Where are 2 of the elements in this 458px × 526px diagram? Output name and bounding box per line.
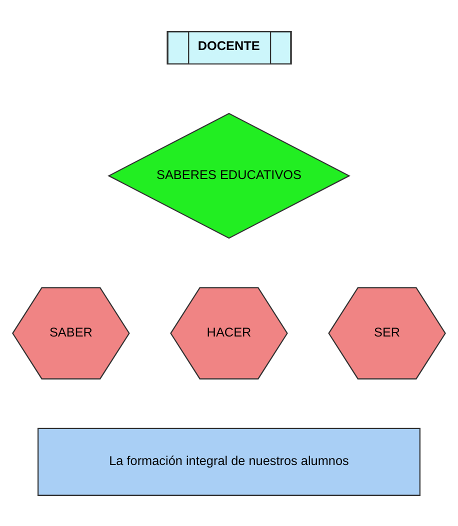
node-box: La formación integral de nuestros alumnos: [38, 427, 420, 496]
node-diamond: SABERES EDUCATIVOS: [108, 112, 350, 238]
